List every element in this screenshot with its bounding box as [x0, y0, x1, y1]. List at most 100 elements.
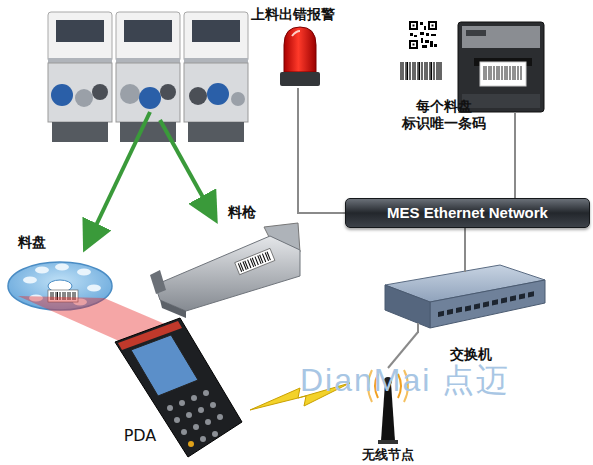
feeder-picture: [150, 223, 300, 318]
feeder-picture: [155, 236, 300, 311]
feeder-picture: [160, 300, 186, 318]
qr-code: [409, 40, 418, 49]
placement-machine: [48, 12, 112, 62]
qr-code: [411, 42, 416, 47]
qr-code: [410, 33, 413, 36]
qr-code: [428, 21, 437, 30]
network-switch: [464, 262, 466, 272]
node-label: MES Ethernet Network: [387, 204, 548, 222]
pda-picture: [212, 431, 218, 437]
pda-picture: [200, 436, 206, 442]
placement-machine: [231, 92, 245, 106]
qr-code: [408, 20, 438, 50]
alarm-lamp: [280, 72, 320, 86]
qr-code: [411, 23, 416, 28]
placement-machine: [56, 20, 104, 42]
qr-code: [420, 22, 423, 25]
qr-code: [425, 40, 429, 43]
network-wire: [464, 228, 466, 262]
placement-machine: [139, 87, 161, 109]
pda-picture: [181, 429, 187, 435]
node-label: 料盘: [18, 234, 46, 251]
qr-code: [421, 38, 423, 43]
qr-code: [426, 33, 429, 36]
green-arrow: [90, 112, 150, 238]
pda-picture: [191, 395, 197, 401]
pda-picture: [179, 400, 185, 406]
pda-picture: [131, 335, 198, 396]
label-holder: DianMai 点迈: [300, 361, 510, 399]
reel-node: 料盘: [8, 232, 118, 316]
qr-code: [413, 25, 415, 27]
alarm-lamp: [292, 31, 300, 36]
qr-code: [408, 20, 438, 50]
node-label: 每个料盘 标识唯一条码: [398, 98, 490, 132]
node-label: 上料出错报警: [251, 6, 335, 23]
label-holder: 无线节点: [346, 444, 430, 463]
switch-node: 交换机: [383, 262, 547, 332]
qr-code: [432, 25, 434, 27]
label-holder: 料枪: [220, 202, 264, 221]
placement-machine: [48, 58, 112, 63]
qr-code: [420, 32, 424, 35]
feeder-picture: [238, 252, 270, 272]
pda-picture: [198, 407, 204, 413]
label-printer: [480, 62, 526, 86]
label-printer: [514, 112, 516, 139]
green-arrow: [160, 120, 210, 210]
barcode: [401, 62, 441, 80]
qr-code: [430, 41, 433, 47]
pda-picture: [186, 412, 192, 418]
label-holder: 交换机: [433, 344, 509, 363]
feeder-picture: [235, 248, 275, 274]
network-switch: [385, 262, 545, 333]
label-holder: 每个料盘 标识唯一条码: [398, 98, 490, 132]
pda-picture: [115, 318, 242, 457]
pda-picture: [188, 441, 194, 447]
label-holder: 上料出错报警: [238, 4, 348, 23]
network-switch: [438, 291, 534, 317]
label-holder: PDA: [119, 426, 161, 445]
pda-picture: [167, 405, 173, 411]
pda-picture: [205, 419, 211, 425]
green-arrow: [90, 112, 210, 238]
placement-machine: [192, 20, 240, 42]
placement-machine: [48, 63, 112, 122]
pda-picture: [203, 390, 209, 396]
qr-code: [424, 26, 426, 30]
pda-node: PDA: [105, 316, 245, 460]
network-switch: [385, 285, 430, 328]
qr-code: [422, 45, 427, 48]
placement-machine: [188, 122, 244, 142]
feeder-node: 料枪: [150, 202, 305, 312]
placement-machine: [116, 12, 180, 62]
qr-code: [413, 44, 415, 46]
placement-machine: [124, 20, 172, 42]
printer-node: 每个料盘 标识唯一条码: [398, 14, 548, 138]
qr-code: [409, 21, 418, 30]
alarm-lamp: [284, 27, 316, 72]
reel-picture: [23, 277, 37, 284]
wireless-antenna: [378, 440, 398, 444]
placement-machine: [184, 63, 248, 122]
placement-machine: [51, 84, 73, 106]
feeder-picture: [150, 270, 166, 294]
feeder-picture: [235, 248, 275, 274]
label-printer: [462, 94, 540, 108]
placement-machine: [189, 87, 207, 105]
label-printer: [462, 26, 540, 48]
qr-code: [430, 23, 435, 28]
placement-machine: [116, 58, 180, 63]
network-band: MES Ethernet Network: [345, 198, 590, 228]
placement-machine: [75, 89, 93, 107]
pda-picture: [210, 402, 216, 408]
placement-machine: [160, 84, 176, 100]
network-wire: [514, 138, 516, 198]
label-holder: 料盘: [10, 232, 54, 251]
placement-machine: [184, 12, 248, 62]
node-label: 交换机: [450, 346, 492, 363]
reel-picture: [87, 285, 101, 292]
pda-picture: [193, 424, 199, 430]
reel-picture: [77, 269, 91, 276]
